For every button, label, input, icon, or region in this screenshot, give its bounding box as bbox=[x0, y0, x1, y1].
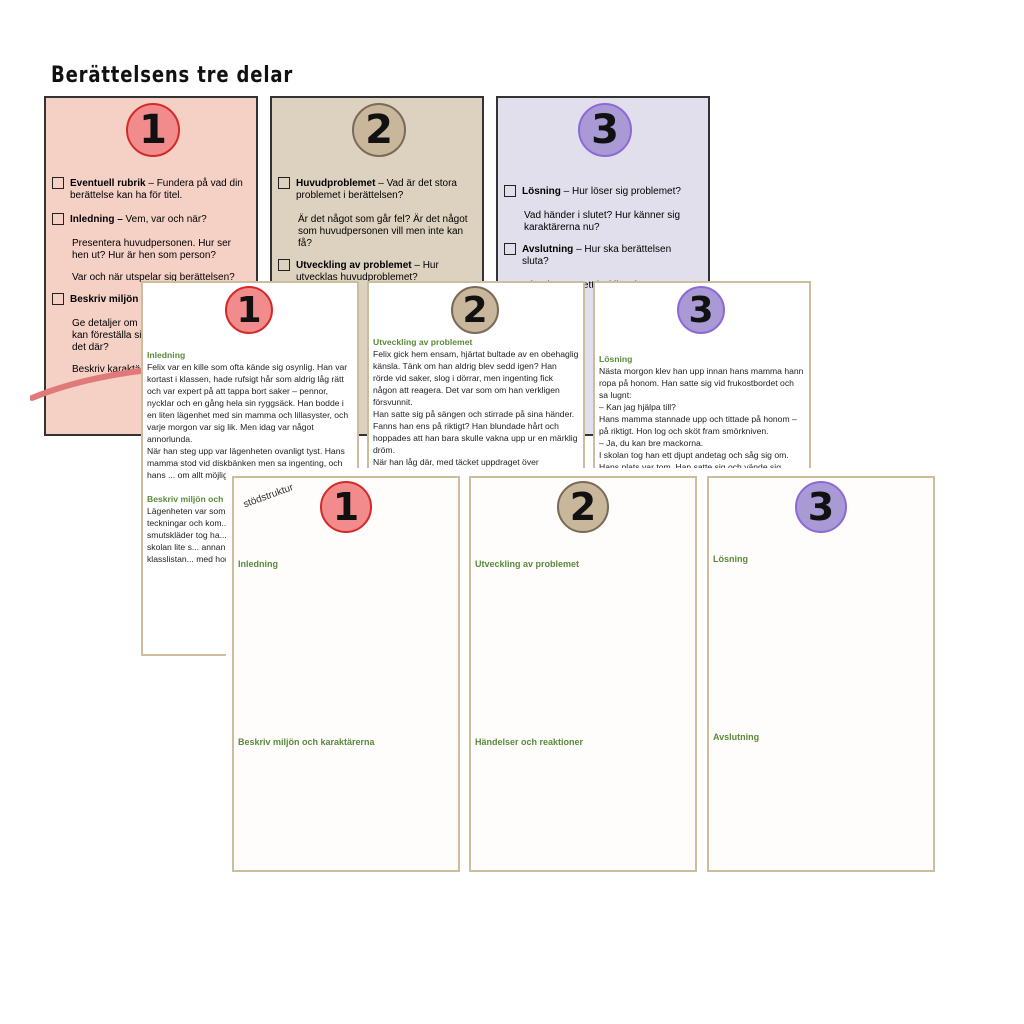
guide-paragraph: Presentera huvudpersonen. Hur ser hen ut… bbox=[72, 238, 231, 261]
checklist-text: Utveckling av problemet – Hur utvecklas … bbox=[296, 260, 474, 284]
example-card-2: 2 Utveckling av problemet Felix gick hem… bbox=[367, 281, 585, 471]
checkbox-icon bbox=[52, 213, 64, 225]
example-text-3: Lösning Nästa morgon klev han upp innan … bbox=[599, 353, 805, 471]
example-heading: Inledning bbox=[147, 350, 186, 360]
guide-paragraph: Var och när utspelar sig berättelsen? bbox=[72, 272, 235, 283]
number-circle-2: 2 bbox=[557, 481, 609, 533]
checklist-item: Huvudproblemet – Vad är det stora proble… bbox=[278, 177, 474, 202]
checklist-bold: Beskriv miljön bbox=[70, 294, 139, 305]
checklist-rest: – Hur löser sig problemet? bbox=[560, 186, 681, 197]
guide-paragraph: Vad händer i slutet? Hur känner sig kara… bbox=[524, 210, 681, 233]
checklist-bold: Avslutning bbox=[522, 244, 574, 255]
example-heading: Beskriv miljön och ... bbox=[147, 494, 233, 504]
checklist-bold: Huvudproblemet bbox=[296, 178, 376, 189]
checklist-text: Lösning – Hur löser sig problemet? bbox=[522, 186, 681, 198]
number-circle-1: 1 bbox=[225, 286, 273, 334]
example-heading: Lösning bbox=[599, 354, 633, 364]
checklist-rest: – Hur utvecklas huvudproblemet? bbox=[296, 260, 439, 283]
checklist-text: Eventuell rubrik – Fundera på vad din be… bbox=[70, 178, 248, 202]
checkbox-icon bbox=[504, 185, 516, 197]
checklist-item: Lösning – Hur löser sig problemet? bbox=[504, 185, 700, 198]
checkbox-icon bbox=[504, 243, 516, 255]
checklist-rest: Vem, var och när? bbox=[122, 214, 207, 225]
checklist-rest: – Vad är det stora problemet i berättels… bbox=[296, 178, 457, 201]
guide-card-2-body: Huvudproblemet – Vad är det stora proble… bbox=[278, 177, 474, 296]
page-title: Berättelsens tre delar bbox=[51, 63, 294, 88]
template-card-1: stödstruktur 1 Inledning Beskriv miljön … bbox=[232, 476, 460, 872]
checklist-bold: Eventuell rubrik bbox=[70, 178, 146, 189]
checklist-text: Huvudproblemet – Vad är det stora proble… bbox=[296, 178, 474, 202]
checklist-bold: Lösning bbox=[522, 186, 561, 197]
checklist-item: Utveckling av problemet – Hur utvecklas … bbox=[278, 259, 474, 284]
example-card-3: 3 Lösning Nästa morgon klev han upp inna… bbox=[593, 281, 811, 471]
template-label-top: Inledning bbox=[238, 559, 278, 569]
checklist-item: Eventuell rubrik – Fundera på vad din be… bbox=[52, 177, 248, 202]
checklist-text: Inledning – Vem, var och när? bbox=[70, 214, 207, 226]
checkbox-icon bbox=[278, 259, 290, 271]
guide-paragraph: Ska det vara ett lyckligt slut, ett bbox=[524, 280, 662, 291]
checklist-bold: Utveckling av problemet bbox=[296, 260, 412, 271]
decorative-swoosh bbox=[30, 367, 150, 401]
checklist-text: Avslutning – Hur ska berättelsen sluta? bbox=[522, 244, 700, 268]
checklist-rest: – Hur ska berättelsen sluta? bbox=[522, 244, 672, 267]
checklist-item: Beskriv miljön bbox=[52, 293, 248, 306]
template-label: stödstruktur bbox=[242, 482, 295, 511]
number-circle-3: 3 bbox=[795, 481, 847, 533]
example-paragraph: Felix var en kille som ofta kände sig os… bbox=[147, 362, 349, 480]
checklist-rest: – Fundera på vad din berättelse kan ha f… bbox=[70, 178, 243, 201]
number-circle-1: 1 bbox=[320, 481, 372, 533]
template-label-bottom: Avslutning bbox=[713, 732, 760, 742]
template-label-bottom: Beskriv miljön och karaktärerna bbox=[238, 737, 375, 747]
checklist-text: Beskriv miljön bbox=[70, 294, 138, 306]
example-paragraph: Felix gick hem ensam, hjärtat bultade av… bbox=[373, 349, 579, 467]
number-circle-2: 2 bbox=[352, 103, 406, 157]
number-circle-3: 3 bbox=[677, 286, 725, 334]
template-card-2: 2 Utveckling av problemet Händelser och … bbox=[469, 476, 697, 872]
template-label-top: Utveckling av problemet bbox=[475, 559, 580, 569]
guide-paragraph: Är det något som går fel? Är det något s… bbox=[298, 214, 468, 249]
checkbox-icon bbox=[52, 293, 64, 305]
example-paragraph: Nästa morgon klev han upp innan hans mam… bbox=[599, 366, 804, 471]
number-circle-2: 2 bbox=[451, 286, 499, 334]
checkbox-icon bbox=[52, 177, 64, 189]
number-circle-3: 3 bbox=[578, 103, 632, 157]
template-card-3: 3 Lösning Avslutning bbox=[707, 476, 935, 872]
checklist-bold: Inledning – bbox=[70, 214, 123, 225]
guide-card-3-body: Lösning – Hur löser sig problemet? Vad hä… bbox=[504, 185, 700, 302]
number-circle-1: 1 bbox=[126, 103, 180, 157]
checkbox-icon bbox=[278, 177, 290, 189]
checklist-item: Avslutning – Hur ska berättelsen sluta? bbox=[504, 243, 700, 268]
checklist-item: Inledning – Vem, var och när? bbox=[52, 213, 248, 226]
template-label-top: Lösning bbox=[713, 554, 748, 564]
template-label-bottom: Händelser och reaktioner bbox=[475, 737, 584, 747]
example-text-2: Utveckling av problemet Felix gick hem e… bbox=[373, 336, 579, 468]
example-heading: Utveckling av problemet bbox=[373, 337, 473, 347]
